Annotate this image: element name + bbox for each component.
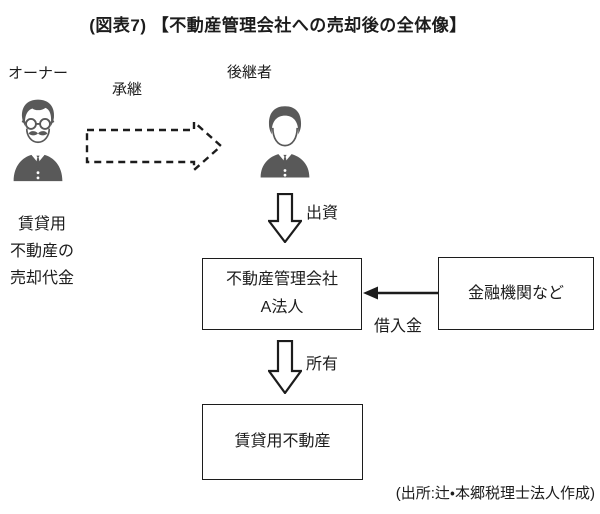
loan-left-arrow-icon (362, 285, 439, 301)
succession-label: 承継 (111, 81, 142, 98)
company-box: 不動産管理会社 A法人 (202, 258, 362, 330)
succession-dashed-arrow-icon (85, 119, 223, 173)
company-box-line: A法人 (260, 299, 304, 316)
property-box-label: 賃貸用不動産 (234, 433, 331, 450)
successor-person-icon (255, 101, 315, 179)
investment-down-arrow-icon (266, 192, 304, 244)
loan-label: 借入金 (374, 318, 423, 335)
sale-proceeds-line: 賃貸用 (17, 216, 66, 233)
sale-proceeds-note: 賃貸用 不動産の 売却代金 (2, 211, 82, 292)
sale-proceeds-line: 売却代金 (9, 270, 74, 287)
successor-label: 後継者 (227, 64, 273, 81)
ownership-label: 所有 (306, 356, 339, 373)
bank-box: 金融機関など (438, 257, 594, 330)
owner-person-icon (8, 94, 68, 182)
sale-proceeds-line: 不動産の (9, 243, 74, 260)
ownership-down-arrow-icon (266, 339, 304, 395)
figure-title: (図表7) 【不動産管理会社への売却後の全体像】 (89, 16, 467, 35)
investment-label: 出資 (306, 205, 339, 222)
owner-label: オーナー (8, 65, 69, 82)
company-box-line: 不動産管理会社 (225, 271, 338, 288)
source-note: (出所:辻・本郷税理士法人作成) (395, 485, 595, 502)
property-box: 賃貸用不動産 (202, 404, 363, 480)
bank-box-label: 金融機関など (467, 284, 564, 302)
